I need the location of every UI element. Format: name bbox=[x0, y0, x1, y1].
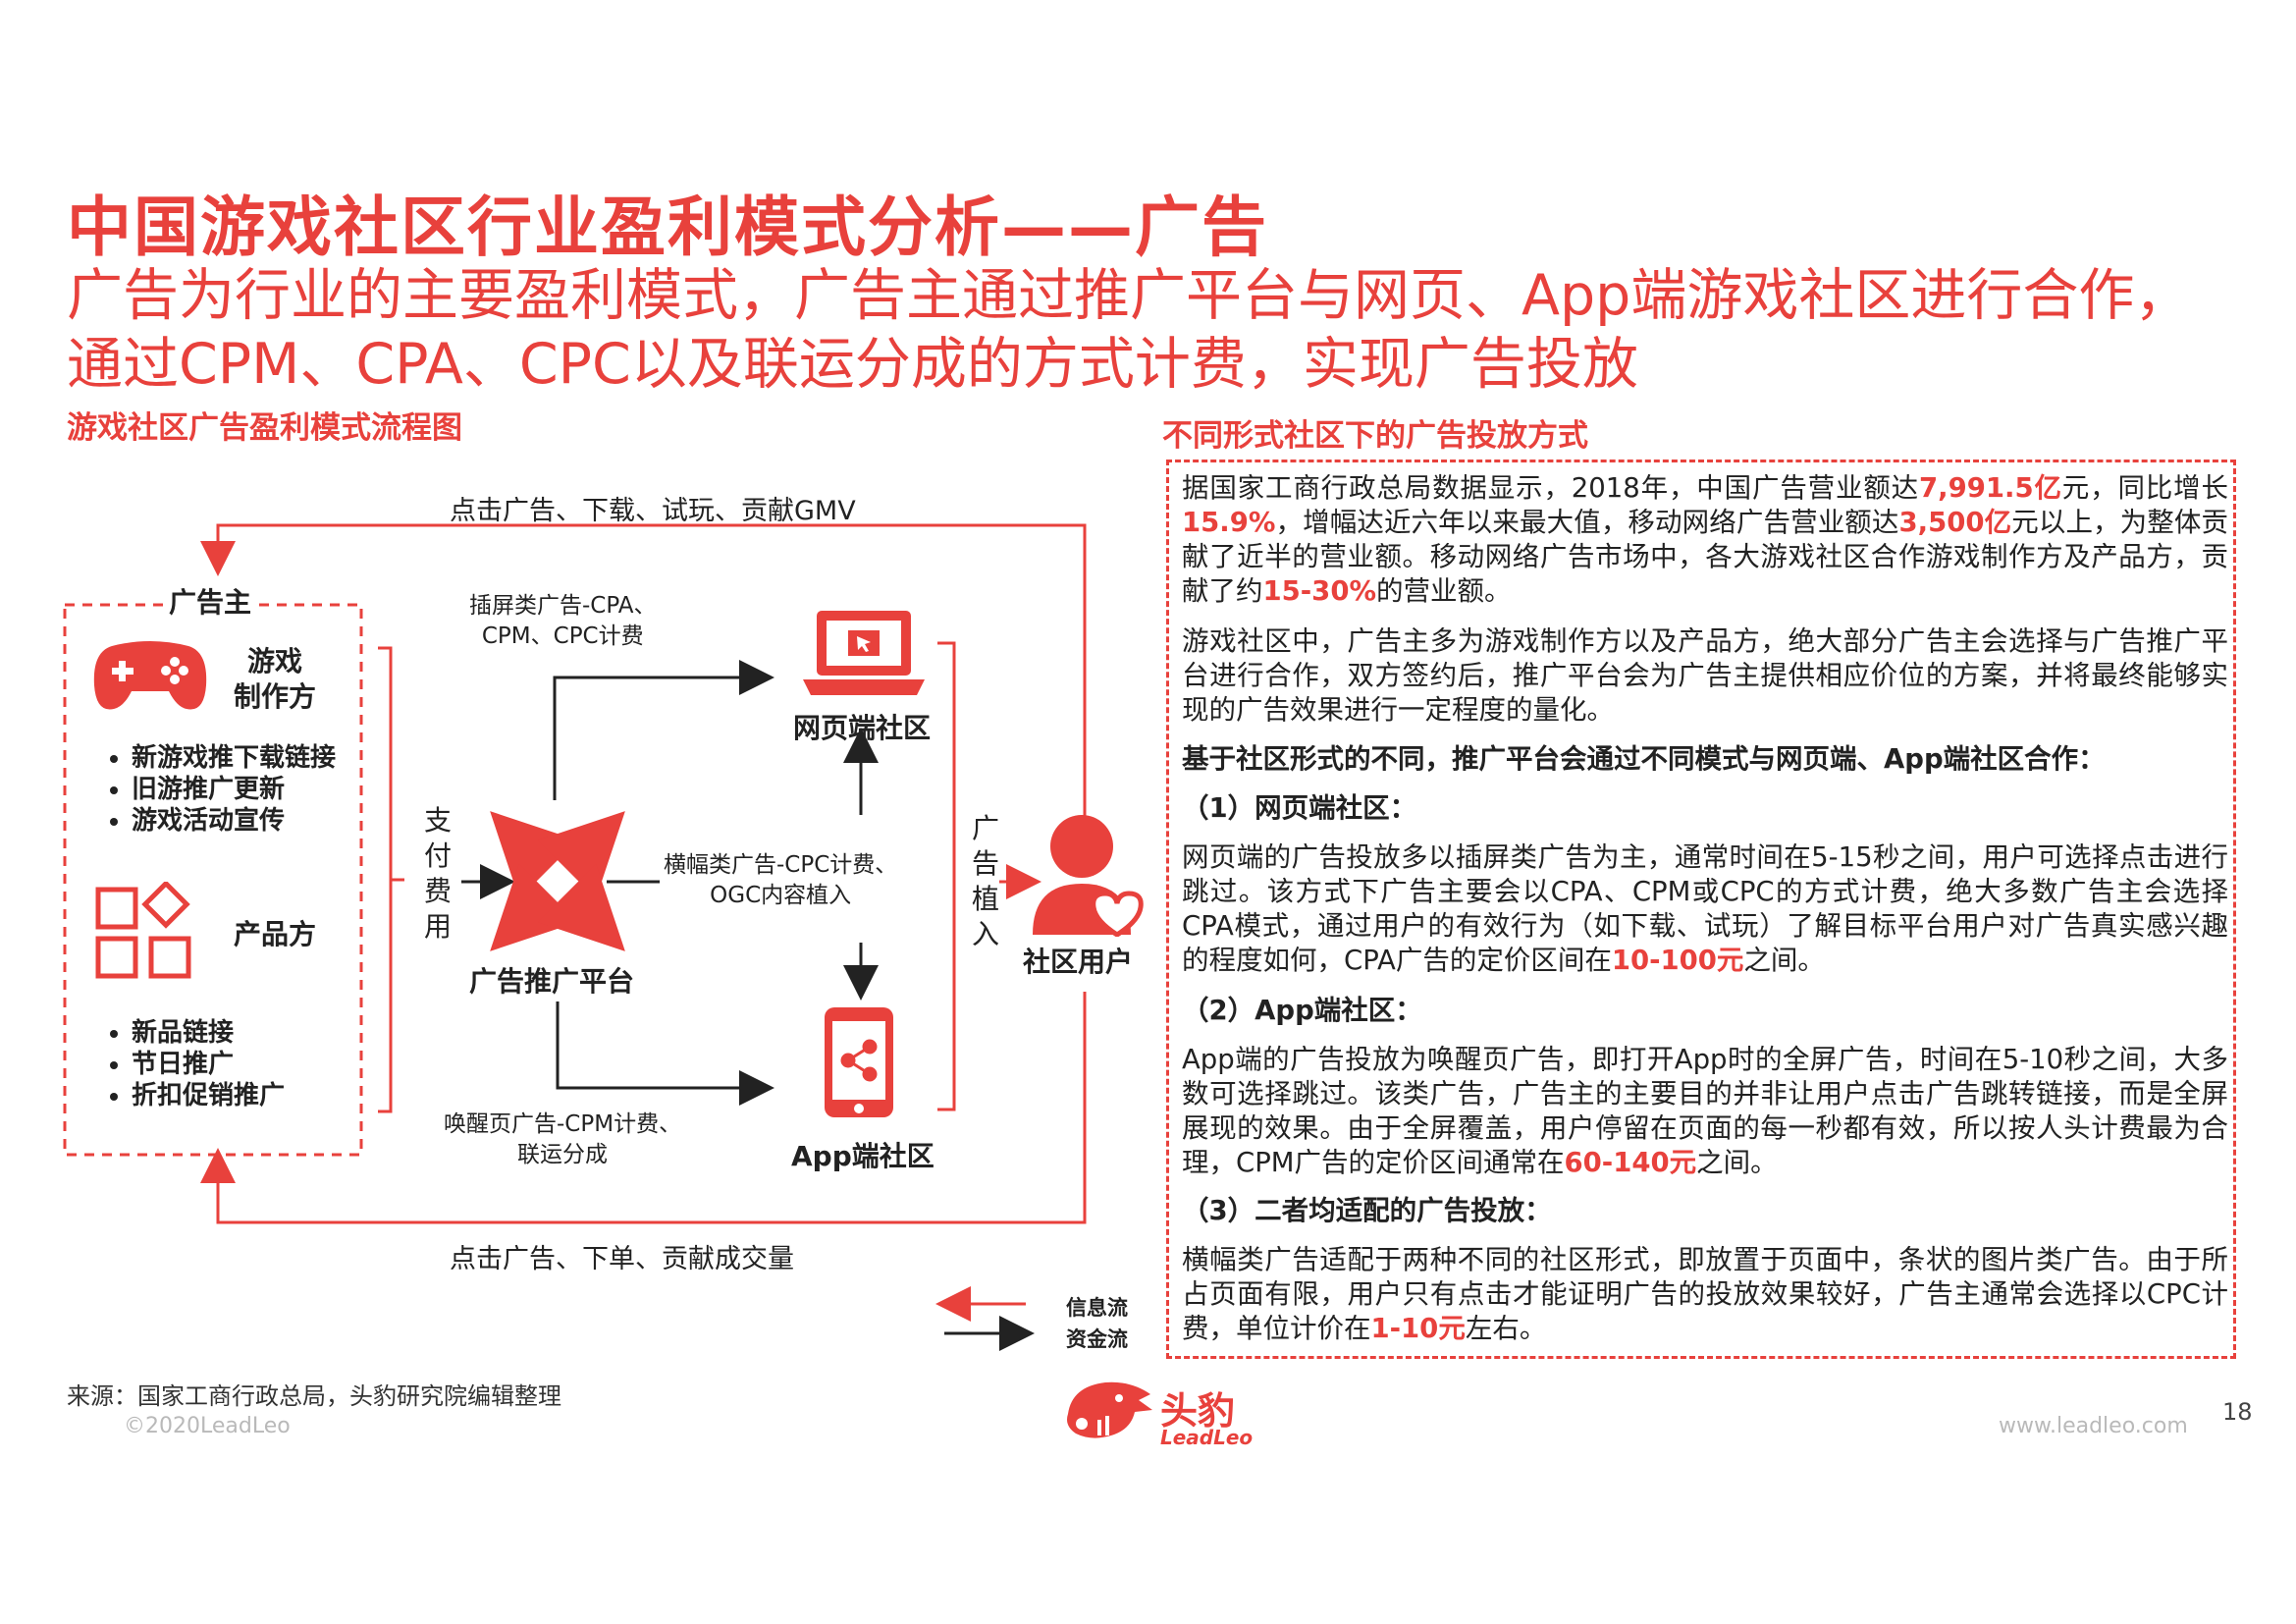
list-item: 新游戏推下载链接 bbox=[132, 742, 344, 774]
product-maker-label: 产品方 bbox=[234, 918, 317, 950]
top-flow-label: 点击广告、下载、试玩、贡献GMV bbox=[450, 496, 856, 526]
right-heading: 不同形式社区下的广告投放方式 bbox=[1162, 418, 1588, 454]
subheading-app: （2）App端社区： bbox=[1182, 995, 1422, 1026]
web-community-label: 网页端社区 bbox=[793, 712, 932, 744]
paragraph-web: 网页端的广告投放多以插屏类广告为主，通常时间在5-15秒之间，用户可选择点击进行… bbox=[1182, 841, 2228, 976]
source-note: 来源：国家工商行政总局，头豹研究院编辑整理 bbox=[67, 1382, 561, 1410]
user-label: 社区用户 bbox=[1023, 946, 1134, 978]
list-item: 新品链接 bbox=[132, 1017, 344, 1049]
bottom-flow-label: 点击广告、下单、贡献成交量 bbox=[450, 1244, 794, 1274]
banner-ad-label: 横幅类广告-CPC计费、 OGC内容植入 bbox=[664, 852, 898, 908]
text-panel-border bbox=[1166, 460, 2236, 1359]
phone-share-icon bbox=[825, 1007, 893, 1117]
legend-info-label: 信息流 bbox=[1066, 1296, 1128, 1320]
product-grid-icon bbox=[95, 882, 191, 979]
paragraph-banner: 横幅类广告适配于两种不同的社区形式，即放置于页面中，条状的图片类广告。由于所占页… bbox=[1182, 1244, 2228, 1344]
game-bullet-list: 新游戏推下载链接 旧游推广更新 游戏活动宣传 bbox=[98, 742, 344, 837]
paragraph-advertisers: 游戏社区中，广告主多为游戏制作方以及产品方，绝大部分广告主会选择与广告推广平台进… bbox=[1182, 625, 2228, 726]
laptop-icon bbox=[803, 611, 925, 695]
leopard-logo-icon bbox=[1067, 1381, 1152, 1438]
copyright: ©2020LeadLeo bbox=[124, 1414, 291, 1438]
page-subtitle: 广告为行业的主要盈利模式，广告主通过推广平台与网页、App端游戏社区进行合作，通… bbox=[67, 263, 2191, 397]
logo-en-text: LeadLeo bbox=[1160, 1426, 1254, 1449]
flowchart-heading: 游戏社区广告盈利模式流程图 bbox=[67, 410, 462, 446]
user-heart-icon bbox=[1033, 815, 1144, 937]
subheading-web: （1）网页端社区： bbox=[1182, 792, 1417, 824]
logo-cn-text: 头豹 bbox=[1160, 1389, 1236, 1433]
page-number: 18 bbox=[2222, 1398, 2253, 1426]
payment-label: 支付费用 bbox=[423, 804, 452, 943]
list-item: 节日推广 bbox=[132, 1049, 344, 1080]
product-bullet-list: 新品链接 节日推广 折扣促销推广 bbox=[98, 1017, 344, 1111]
subheading-both: （3）二者均适配的广告投放： bbox=[1182, 1195, 1552, 1226]
page-title: 中国游戏社区行业盈利模式分析——广告 bbox=[67, 189, 1268, 265]
advertiser-label: 广告主 bbox=[163, 581, 258, 621]
paragraph-stats: 据国家工商行政总局数据显示，2018年，中国广告营业额达7,991.5亿元，同比… bbox=[1182, 472, 2228, 607]
paragraph-modes: 基于社区形式的不同，推广平台会通过不同模式与网页端、App端社区合作： bbox=[1182, 743, 2106, 775]
list-item: 游戏活动宣传 bbox=[132, 805, 344, 837]
wakeup-ad-label: 唤醒页广告-CPM计费、 联运分成 bbox=[444, 1111, 682, 1167]
platform-label: 广告推广平台 bbox=[469, 965, 635, 998]
website: www.leadleo.com bbox=[1999, 1414, 2188, 1438]
game-maker-label: 游戏 制作方 bbox=[234, 645, 317, 713]
list-item: 折扣促销推广 bbox=[132, 1080, 344, 1111]
legend-money-label: 资金流 bbox=[1066, 1327, 1128, 1351]
paragraph-app: App端的广告投放为唤醒页广告，即打开App时的全屏广告，时间在5-10秒之间，… bbox=[1182, 1044, 2228, 1178]
interstitial-ad-label: 插屏类广告-CPA、 CPM、CPC计费 bbox=[469, 593, 657, 649]
list-item: 旧游推广更新 bbox=[132, 774, 344, 805]
app-community-label: App端社区 bbox=[791, 1140, 934, 1172]
ad-in-label: 广告植入 bbox=[971, 812, 999, 950]
gamepad-icon bbox=[93, 641, 207, 710]
